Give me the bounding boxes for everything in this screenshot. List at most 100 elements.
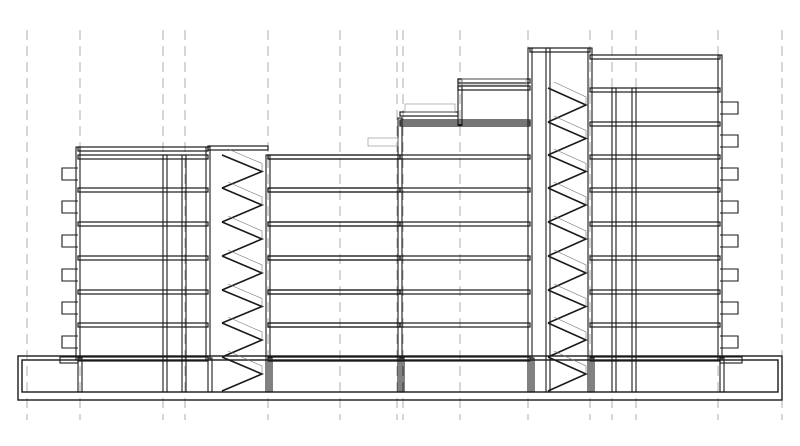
stair-flight — [221, 322, 265, 358]
building-structure — [17, 47, 783, 401]
roof-railing — [461, 78, 527, 86]
floor-slab — [589, 255, 721, 261]
balcony-left — [61, 167, 78, 181]
stair-railing — [553, 283, 587, 307]
wall — [527, 47, 533, 393]
floor-slab — [399, 111, 459, 117]
wall — [545, 47, 551, 393]
balcony-left — [61, 234, 78, 248]
floor-slab — [77, 322, 209, 328]
stair-railing — [553, 316, 587, 340]
floor-slab — [399, 154, 531, 160]
floor-slab — [589, 54, 721, 60]
floor-slab — [267, 187, 401, 193]
stair-flight — [547, 289, 589, 324]
balcony-right — [720, 200, 739, 214]
floor-slab — [589, 289, 721, 295]
stair-railing — [553, 215, 587, 239]
floor-slab — [457, 85, 531, 91]
floor-slab — [267, 255, 401, 261]
stair-flight — [221, 187, 265, 223]
floor-slab — [399, 356, 531, 362]
balcony-right — [720, 301, 739, 315]
floor-slab — [267, 289, 401, 295]
foundation-outline — [17, 355, 783, 401]
floor-slab — [267, 154, 401, 160]
floor-slab — [457, 78, 531, 84]
stair-flight — [547, 255, 588, 291]
stair-railing — [227, 249, 263, 273]
floor-slab — [77, 146, 209, 152]
stair-railing — [553, 115, 587, 139]
floor-slab — [399, 121, 531, 127]
stair-flight — [547, 187, 588, 223]
balcony-right — [720, 268, 739, 282]
stair-flight — [221, 221, 265, 257]
stair-railing — [553, 81, 587, 105]
stair-cores — [221, 81, 589, 392]
wall — [207, 357, 213, 393]
stair-railing — [227, 283, 263, 307]
floor-slab — [589, 87, 721, 93]
wall — [205, 146, 211, 361]
floor-slab — [589, 322, 721, 328]
stair-flight — [547, 322, 588, 358]
stair-flight — [547, 356, 588, 392]
stair-flight — [221, 255, 265, 291]
floor-slab — [529, 47, 591, 53]
floor-slab — [77, 187, 209, 193]
stair-railing — [227, 215, 263, 239]
floor-slab — [399, 289, 531, 295]
floor-slab — [267, 154, 401, 160]
balcony-right — [720, 134, 739, 148]
floor-slab — [267, 187, 401, 193]
floor-slab — [77, 221, 209, 227]
stair-railing — [553, 350, 587, 374]
stair-flight — [547, 221, 588, 257]
balcony-right — [720, 101, 739, 115]
floor-slab — [267, 221, 401, 227]
floor-slab — [267, 255, 401, 261]
stair-railing — [553, 181, 587, 205]
roof-railing — [367, 137, 399, 147]
wall — [75, 146, 81, 361]
floor-slab — [77, 154, 209, 160]
floor-slab — [589, 221, 721, 227]
stair-railing — [227, 316, 263, 340]
floor-slab — [589, 154, 721, 160]
floor-slab — [399, 255, 531, 261]
stair-railing — [553, 148, 587, 172]
balcony-right — [720, 167, 739, 181]
wall — [457, 78, 463, 126]
wall — [162, 154, 168, 393]
stair-flight — [221, 356, 265, 392]
floor-slab — [399, 187, 531, 193]
stair-flight — [221, 289, 265, 324]
floor-slab — [77, 255, 209, 261]
floor-slab — [589, 187, 721, 193]
floor-slab — [267, 221, 401, 227]
stair-railing — [553, 249, 587, 273]
stair-flight — [547, 121, 589, 156]
balcony-right — [720, 335, 739, 349]
wall — [611, 87, 617, 393]
balcony-right — [720, 234, 739, 248]
stair-flight — [547, 87, 588, 123]
floor-slab — [267, 322, 401, 328]
floor-slab — [267, 322, 401, 328]
floor-slab — [267, 289, 401, 295]
stair-railing — [227, 148, 263, 172]
stair-railing — [227, 350, 263, 374]
stair-flight — [547, 154, 589, 189]
floor-slab — [207, 145, 269, 151]
wall — [631, 87, 637, 393]
ground-step — [59, 356, 79, 364]
floor-slab — [399, 322, 531, 328]
balcony-left — [61, 335, 78, 349]
balconies — [61, 78, 739, 349]
roof-railing — [404, 103, 456, 113]
wall — [397, 117, 403, 393]
balcony-left — [61, 268, 78, 282]
ground-step — [719, 356, 743, 364]
